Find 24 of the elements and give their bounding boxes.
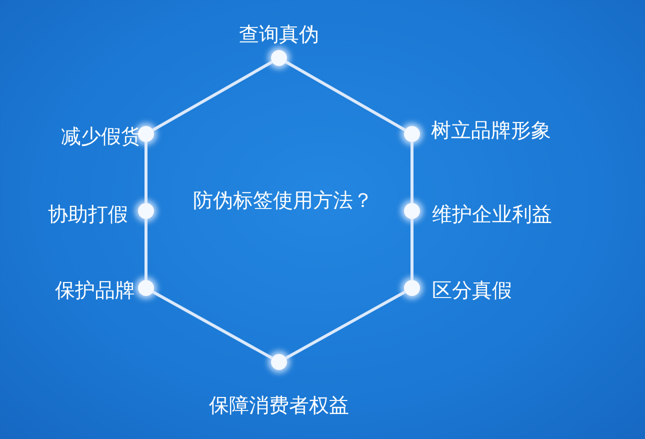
glowing-dot	[138, 280, 154, 296]
connector-line	[152, 290, 273, 360]
node-label: 维护企业利益	[432, 202, 552, 226]
glowing-dot	[404, 203, 420, 219]
glowing-dot	[404, 126, 420, 142]
connector-line	[285, 60, 406, 132]
connector-line	[144, 142, 148, 203]
connector-line	[285, 290, 406, 360]
connector-line	[410, 142, 414, 203]
node-label: 保护品牌	[55, 278, 135, 302]
connector-line	[144, 219, 148, 280]
connector-line	[152, 60, 273, 132]
node-label: 减少假货	[61, 124, 141, 148]
node-label: 查询真伪	[239, 22, 319, 46]
glowing-dot	[271, 354, 287, 370]
glowing-dot	[271, 50, 287, 66]
glowing-dot	[138, 203, 154, 219]
glowing-dot	[404, 280, 420, 296]
node-label: 协助打假	[48, 202, 128, 226]
node-label: 区分真假	[432, 278, 512, 302]
center-text: 防伪标签使用方法？	[193, 188, 373, 212]
node-label: 树立品牌形象	[431, 118, 551, 142]
connector-line	[410, 219, 414, 280]
node-label: 保障消费者权益	[209, 393, 349, 417]
